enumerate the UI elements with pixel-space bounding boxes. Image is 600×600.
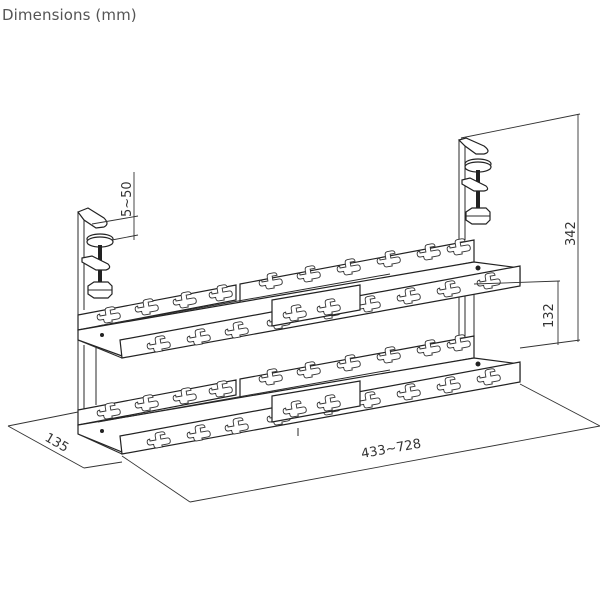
dimension-depth [7, 411, 123, 469]
dimension-total-height [460, 113, 581, 349]
diagram-title: Dimensions (mm) [2, 6, 137, 24]
tray-spacing-label: 132 [542, 303, 557, 328]
dimension-width-range [121, 383, 600, 503]
clamp-range-label: 5~50 [120, 181, 135, 217]
lower-tray [77, 333, 521, 455]
dimension-clamp-range [91, 172, 139, 241]
depth-label: 135 [42, 430, 71, 455]
upper-tray [77, 237, 521, 359]
width-range-label: 433~728 [360, 437, 422, 462]
total-height-label: 342 [564, 221, 579, 246]
dimension-tray-spacing [473, 280, 561, 345]
